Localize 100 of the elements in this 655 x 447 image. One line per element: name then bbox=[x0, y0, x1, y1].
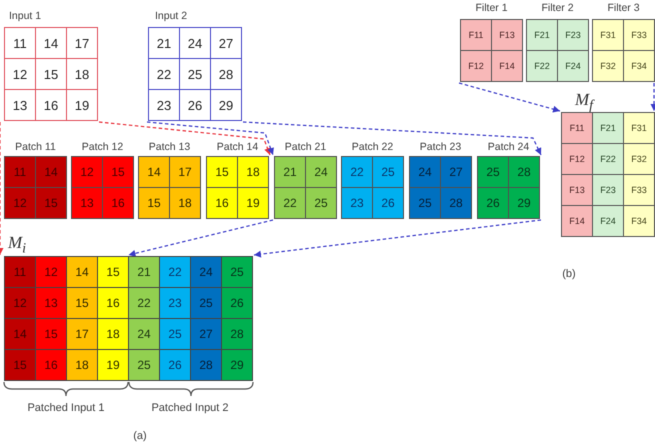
matrix-cell: 16 bbox=[206, 187, 238, 219]
dashed-arrow bbox=[458, 82, 560, 112]
brace-label: Patched Input 2 bbox=[151, 402, 229, 415]
matrix-cell: 11 bbox=[4, 156, 36, 188]
matrix-cell: 15 bbox=[35, 187, 67, 219]
matrix-cell: 29 bbox=[508, 187, 540, 219]
matrix-cell: F13 bbox=[561, 174, 593, 206]
matrix-cell: 27 bbox=[210, 27, 242, 59]
matrix-cell: 29 bbox=[221, 349, 253, 381]
matrix-cell: F34 bbox=[623, 205, 655, 237]
matrix-cell: 15 bbox=[66, 287, 98, 319]
matrix-cell: F24 bbox=[557, 50, 589, 82]
matrix-cell: F31 bbox=[592, 19, 624, 51]
matrix-cell: 22 bbox=[341, 156, 373, 188]
matrix-cell: 11 bbox=[4, 256, 36, 288]
dashed-arrow bbox=[242, 121, 542, 156]
matrix-cell: 25 bbox=[477, 156, 509, 188]
matrix-cell: 24 bbox=[128, 318, 160, 350]
matrix-cell: 13 bbox=[35, 287, 67, 319]
matrix-cell: 12 bbox=[4, 187, 36, 219]
matrix-cell: F33 bbox=[623, 19, 655, 51]
matrix-cell: 18 bbox=[97, 318, 129, 350]
matrix-label: Patch 11 bbox=[15, 141, 56, 154]
matrix-cell: F11 bbox=[460, 19, 492, 51]
matrix-cell: 22 bbox=[159, 256, 191, 288]
matrix-cell: 15 bbox=[138, 187, 170, 219]
matrix-label: Patch 23 bbox=[420, 141, 462, 154]
matrix-cell: 14 bbox=[4, 318, 36, 350]
matrix-cell: 26 bbox=[159, 349, 191, 381]
matrix-cell: 13 bbox=[4, 89, 36, 121]
matrix-cell: 26 bbox=[477, 187, 509, 219]
matrix-cell: 16 bbox=[102, 187, 134, 219]
matrix-cell: 15 bbox=[35, 318, 67, 350]
matrix-cell: 12 bbox=[4, 287, 36, 319]
matrix-cell: 25 bbox=[409, 187, 441, 219]
dashed-arrow bbox=[0, 122, 4, 255]
dashed-arrow bbox=[128, 219, 274, 257]
matrix-cell: 27 bbox=[440, 156, 472, 188]
matrix-cell: 25 bbox=[190, 287, 222, 319]
matrix-cell: 25 bbox=[221, 256, 253, 288]
matrix-cell: 13 bbox=[71, 187, 103, 219]
matrix-cell: 15 bbox=[97, 256, 129, 288]
panel-label: (a) bbox=[133, 430, 147, 443]
matrix-cell: 22 bbox=[274, 187, 306, 219]
matrix-cell: F13 bbox=[491, 19, 523, 51]
matrix-cell: F14 bbox=[491, 50, 523, 82]
panel-label: (b) bbox=[562, 268, 576, 281]
dashed-arrow bbox=[98, 121, 271, 156]
matrix-label: Input 1 bbox=[9, 10, 42, 23]
matrix-cell: 23 bbox=[159, 287, 191, 319]
matrix-cell: 21 bbox=[148, 27, 180, 59]
matrix-cell: 16 bbox=[35, 349, 67, 381]
matrix-label: Filter 3 bbox=[607, 2, 640, 15]
matrix-cell: 28 bbox=[508, 156, 540, 188]
matrix-cell: F11 bbox=[561, 112, 593, 144]
matrix-cell: 28 bbox=[440, 187, 472, 219]
brace-label: Patched Input 1 bbox=[27, 402, 105, 415]
matrix-cell: 22 bbox=[128, 287, 160, 319]
matrix-cell: 17 bbox=[66, 318, 98, 350]
matrix-cell: 25 bbox=[305, 187, 337, 219]
matrix-cell: F32 bbox=[592, 50, 624, 82]
matrix-cell: F24 bbox=[592, 205, 624, 237]
matrix-cell: 28 bbox=[221, 318, 253, 350]
matrix-cell: F31 bbox=[623, 112, 655, 144]
matrix-cell: F12 bbox=[460, 50, 492, 82]
matrix-cell: 26 bbox=[372, 187, 404, 219]
matrix-cell: 14 bbox=[138, 156, 170, 188]
matrix-cell: F33 bbox=[623, 174, 655, 206]
dashed-arrow bbox=[146, 121, 274, 156]
matrix-cell: 18 bbox=[66, 349, 98, 381]
matrix-label: Patch 21 bbox=[284, 141, 326, 154]
matrix-cell: 24 bbox=[190, 256, 222, 288]
matrix-cell: 27 bbox=[190, 318, 222, 350]
matrix-cell: 24 bbox=[409, 156, 441, 188]
matrix-cell: 14 bbox=[66, 256, 98, 288]
matrix-cell: 26 bbox=[221, 287, 253, 319]
matrix-cell: 18 bbox=[237, 156, 269, 188]
matrix-cell: F22 bbox=[592, 143, 624, 175]
matrix-cell: 25 bbox=[128, 349, 160, 381]
matrix-cell: 19 bbox=[97, 349, 129, 381]
matrix-cell: 16 bbox=[97, 287, 129, 319]
matrix-cell: 18 bbox=[169, 187, 201, 219]
matrix-cell: F21 bbox=[592, 112, 624, 144]
matrix-cell: 19 bbox=[237, 187, 269, 219]
dashed-arrow bbox=[650, 83, 655, 111]
matrix-cell: 15 bbox=[206, 156, 238, 188]
matrix-label: Patch 22 bbox=[352, 141, 394, 154]
matrix-label: Patch 24 bbox=[488, 141, 530, 154]
dashed-arrow bbox=[254, 219, 542, 258]
matrix-cell: 19 bbox=[66, 89, 98, 121]
matrix-cell: 21 bbox=[128, 256, 160, 288]
matrix-cell: F21 bbox=[526, 19, 558, 51]
matrix-cell: 24 bbox=[305, 156, 337, 188]
matrix-cell: 17 bbox=[169, 156, 201, 188]
matrix-cell: F32 bbox=[623, 143, 655, 175]
matrix-cell: 14 bbox=[35, 156, 67, 188]
matrix-cell: F34 bbox=[623, 50, 655, 82]
matrix-cell: 28 bbox=[190, 349, 222, 381]
matrix-cell: 23 bbox=[148, 89, 180, 121]
matrix-cell: 12 bbox=[71, 156, 103, 188]
